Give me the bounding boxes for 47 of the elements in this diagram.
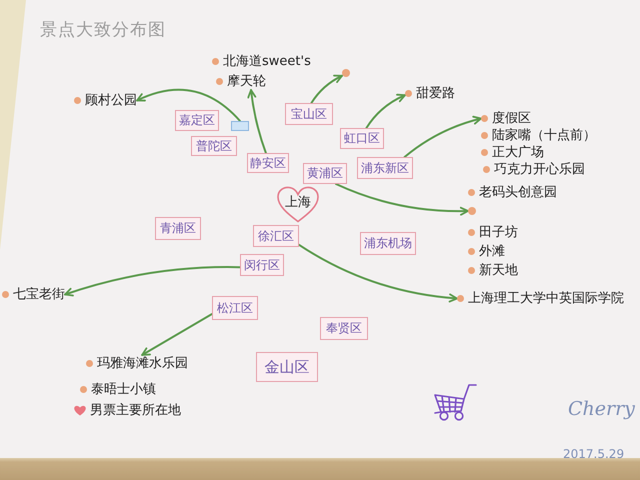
district-box: 宝山区 — [285, 103, 333, 125]
place-name: 上海理工大学中英国际学院 — [468, 290, 624, 307]
place-name: 玛雅海滩水乐园 — [97, 355, 188, 372]
district-box: 虹口区 — [340, 128, 384, 149]
district-box: 静安区 — [247, 153, 289, 173]
district-box: 奉贤区 — [320, 317, 368, 340]
arrow — [404, 116, 482, 158]
arrow — [141, 313, 213, 356]
district-box: 嘉定区 — [175, 110, 219, 131]
district-box: 金山区 — [256, 352, 318, 382]
arrow — [335, 183, 469, 216]
place-name: 男票主要所在地 — [90, 402, 181, 419]
district-box: 青浦区 — [155, 217, 201, 240]
place-name: 外滩 — [479, 243, 505, 260]
signature: Cherry — [568, 398, 635, 420]
bullet-dot — [468, 207, 476, 215]
district-box: 浦东新区 — [357, 157, 413, 179]
district-box: 黄浦区 — [303, 163, 347, 184]
district-box: 徐汇区 — [253, 225, 299, 247]
date-text: 2017.5.29 — [563, 447, 624, 461]
arrow — [64, 266, 241, 297]
district-box: 闵行区 — [240, 254, 284, 276]
place-name: 度假区 — [492, 110, 531, 127]
place-name: 泰晤士小镇 — [91, 381, 156, 398]
place-name: 七宝老街 — [13, 286, 65, 303]
place-name: 巧克力开心乐园 — [494, 161, 585, 178]
place-name: 陆家嘴（十点前） — [492, 127, 596, 144]
heart-label: 上海 — [276, 186, 320, 223]
district-box: 浦东机场 — [360, 232, 416, 255]
arrow — [136, 88, 241, 122]
place-name: 摩天轮 — [227, 73, 266, 90]
arrow — [310, 74, 343, 104]
bullet-dot — [342, 69, 350, 77]
place-name: 甜爱路 — [416, 85, 455, 102]
title: 景点大致分布图 — [40, 19, 166, 41]
place-name: 田子坊 — [479, 224, 518, 241]
arrow — [298, 244, 458, 302]
arrow — [247, 89, 267, 154]
place-name: 正大广场 — [492, 144, 544, 161]
place-name: 新天地 — [479, 262, 518, 279]
place-name: 北海道sweet's — [223, 53, 311, 70]
tag-box — [231, 121, 249, 131]
arrow — [365, 94, 406, 129]
place-name: 老码头创意园 — [479, 184, 557, 201]
district-box: 松江区 — [212, 296, 258, 320]
place-name: 顾村公园 — [85, 92, 137, 109]
district-box: 普陀区 — [191, 136, 237, 156]
